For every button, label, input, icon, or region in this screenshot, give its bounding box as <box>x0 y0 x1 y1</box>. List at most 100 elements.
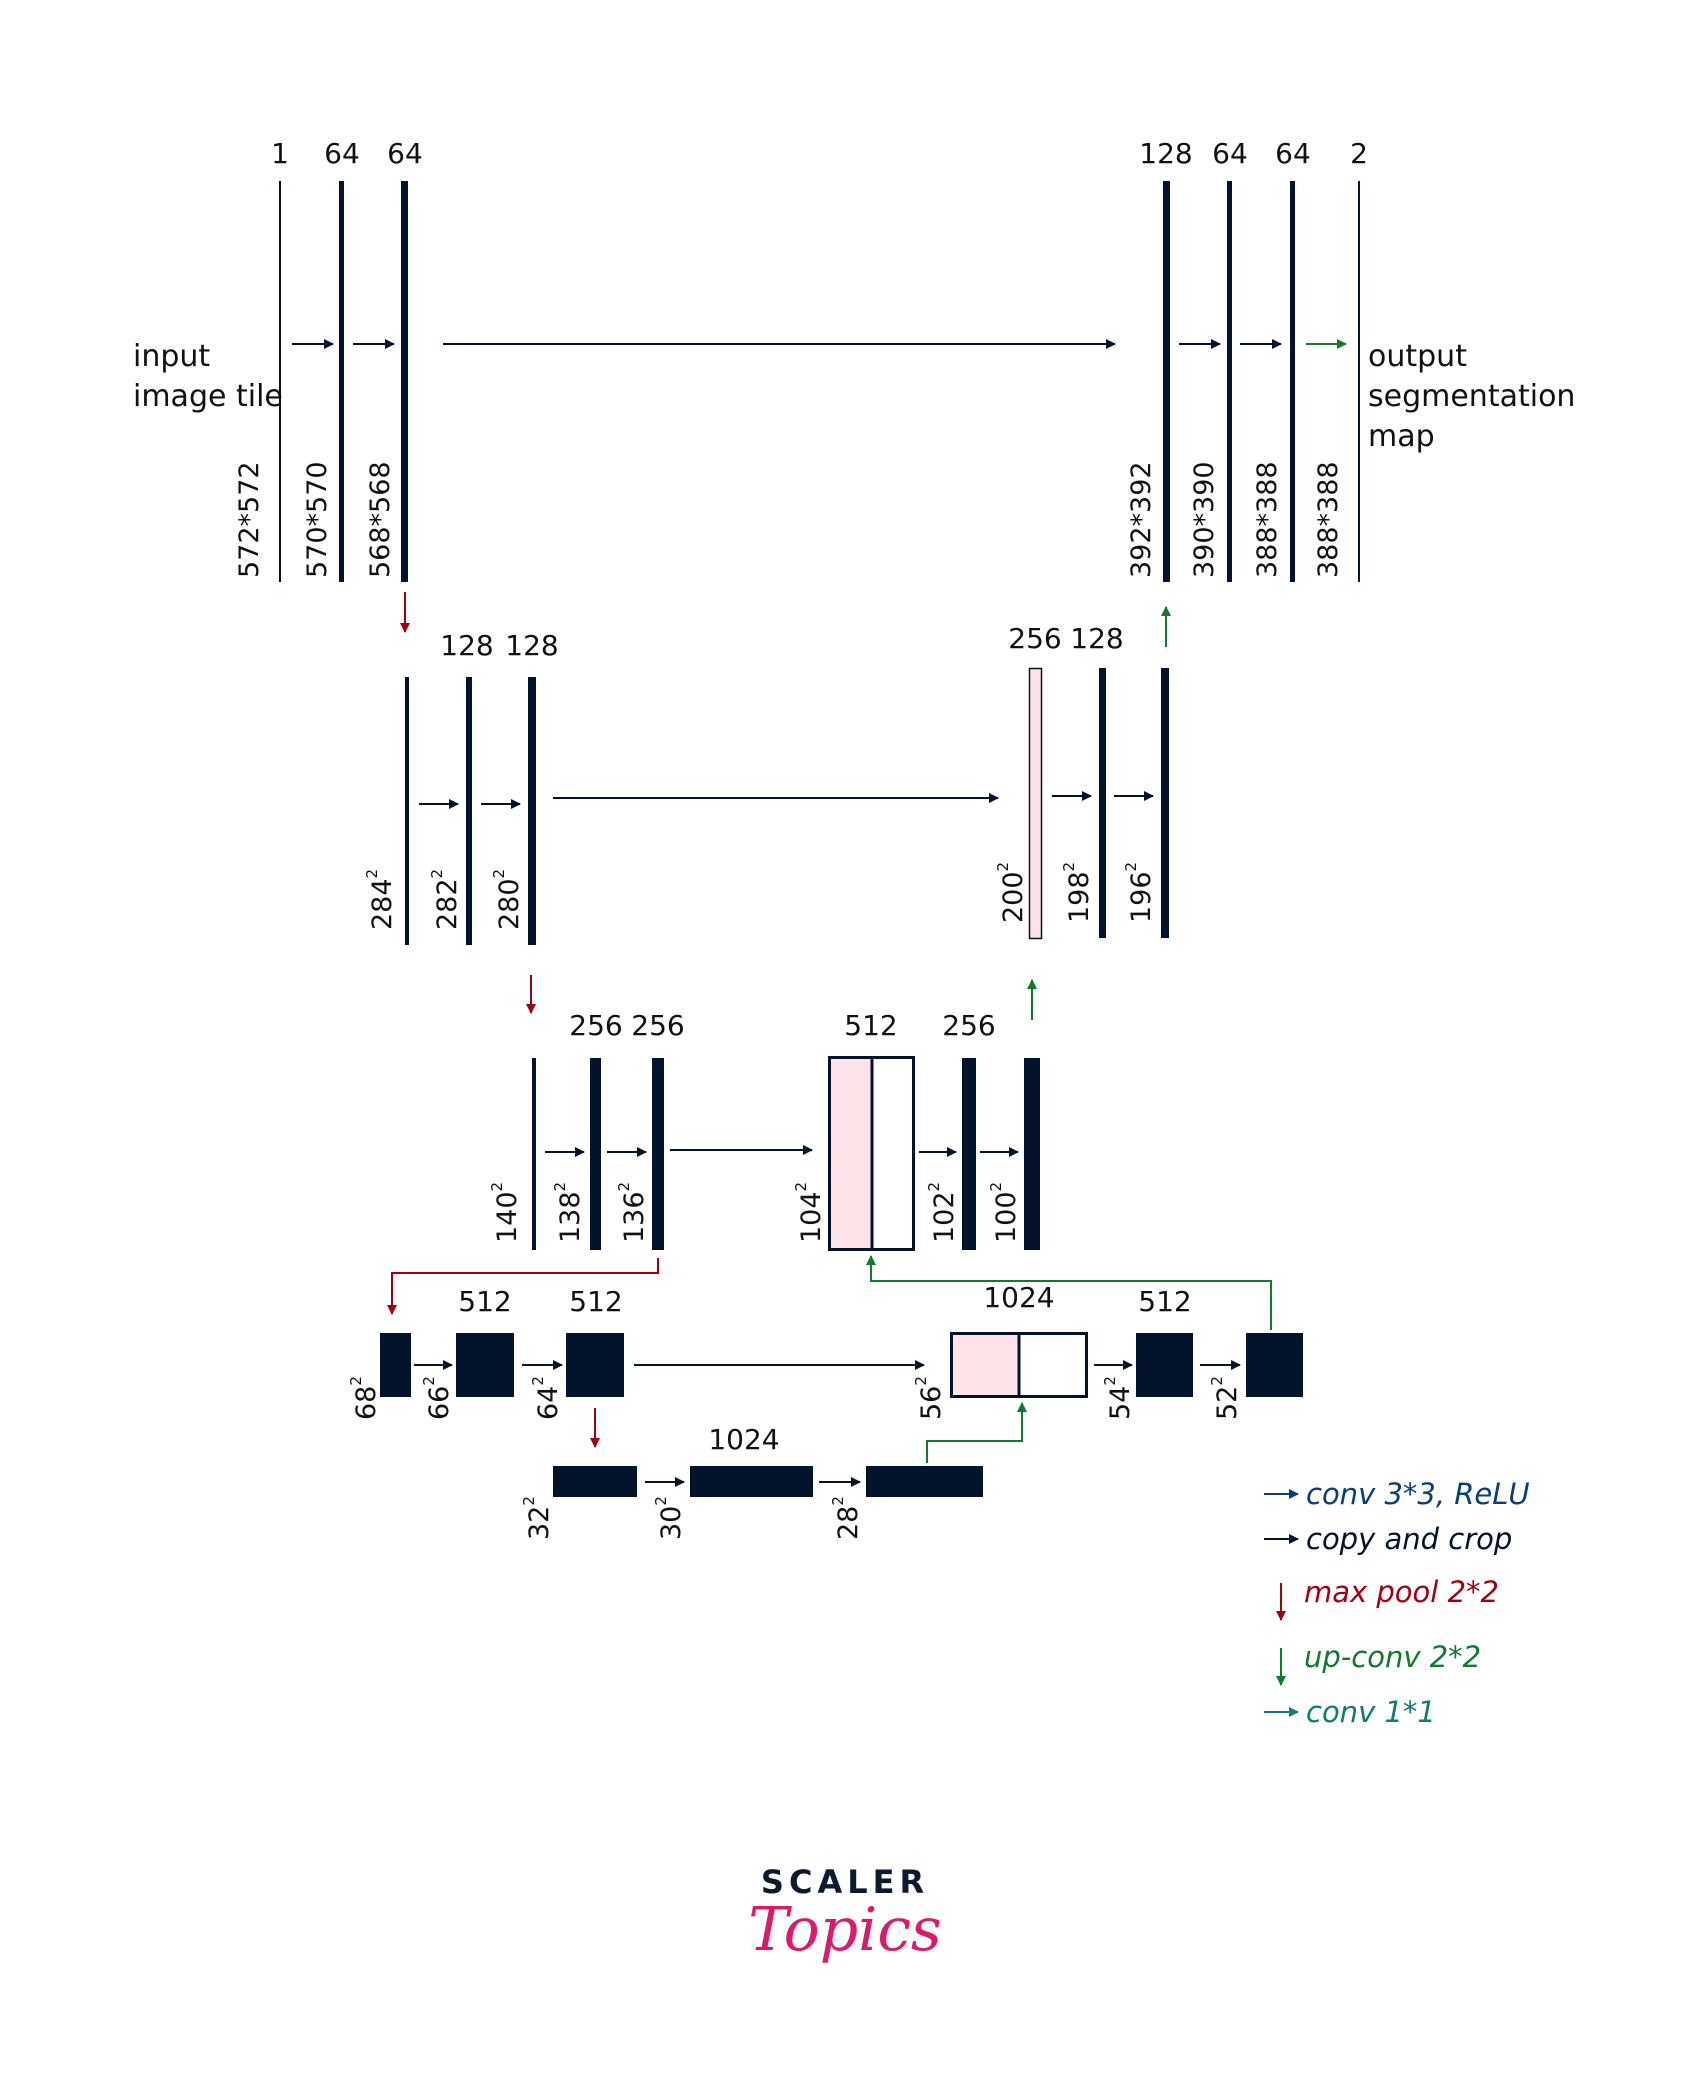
feature-map <box>1099 668 1106 938</box>
svg-text:2002: 2002 <box>994 862 1029 923</box>
upconv-arrow <box>866 1255 1272 1330</box>
channel-label: 64 <box>387 137 423 170</box>
logo-scaler: SCALER <box>761 1863 929 1901</box>
input-label-line1: input <box>133 339 210 374</box>
feature-map <box>279 181 281 582</box>
legend-label: max pool 2*2 <box>1304 1575 1499 1609</box>
size-label: 1002 <box>987 1182 1022 1243</box>
channel-label: 1 <box>271 137 289 170</box>
feature-map <box>405 677 409 945</box>
size-label: 1362 <box>615 1182 650 1243</box>
channel-label: 128 <box>1139 137 1192 170</box>
size-label: 388*388 <box>1313 461 1344 578</box>
size-label: 1382 <box>551 1182 586 1243</box>
feature-map <box>528 677 536 945</box>
output-map <box>1358 181 1360 582</box>
feature-map <box>532 1058 536 1250</box>
svg-text:1362: 1362 <box>615 1182 650 1243</box>
feature-map <box>1161 668 1169 938</box>
size-label: 302 <box>652 1496 687 1540</box>
level4-encoder: 512 512 682 662 642 <box>347 1285 624 1420</box>
legend: conv 3*3, ReLU copy and crop max pool 2*… <box>1264 1477 1530 1729</box>
level1-decoder: 128 64 64 2 392*392 390*390 388*388 388*… <box>1126 137 1368 582</box>
level3-decoder: 512 256 1042 1022 1002 <box>792 1009 1040 1251</box>
size-label: 642 <box>529 1376 564 1420</box>
feature-map <box>553 1466 637 1497</box>
feature-map <box>1024 1058 1040 1250</box>
size-label: 662 <box>420 1376 455 1420</box>
feature-map <box>339 181 344 582</box>
level2-decoder: 256 128 2002 1982 1962 <box>994 622 1169 940</box>
output-label-line1: output <box>1368 339 1467 374</box>
channel-label: 256 <box>569 1009 622 1042</box>
channel-label: 512 <box>569 1285 622 1318</box>
maxpool-arrow <box>387 1258 659 1315</box>
svg-text:302: 302 <box>652 1496 687 1540</box>
svg-text:2842: 2842 <box>363 869 398 930</box>
upsampled-feature-map <box>1019 1333 1087 1397</box>
cropped-feature-map <box>1028 667 1043 940</box>
size-label: 2842 <box>363 869 398 930</box>
channel-label: 128 <box>505 629 558 662</box>
logo-topics: Topics <box>748 1895 941 1965</box>
channel-label: 256 <box>631 1009 684 1042</box>
channel-label: 64 <box>324 137 360 170</box>
output-label-line3: map <box>1368 419 1435 454</box>
svg-text:522: 522 <box>1208 1376 1243 1420</box>
svg-text:642: 642 <box>529 1376 564 1420</box>
legend-item-copy-crop: copy and crop <box>1264 1522 1512 1556</box>
feature-map <box>401 181 408 582</box>
feature-map <box>1246 1333 1303 1397</box>
feature-map <box>1163 181 1170 582</box>
svg-text:682: 682 <box>347 1376 382 1420</box>
size-label: 1042 <box>792 1182 827 1243</box>
channel-label: 2 <box>1350 137 1368 170</box>
feature-map <box>566 1333 624 1397</box>
feature-map <box>866 1466 983 1497</box>
size-label: 570*570 <box>302 461 333 578</box>
svg-text:1382: 1382 <box>551 1182 586 1243</box>
channel-label: 64 <box>1212 137 1248 170</box>
size-label: 2822 <box>428 869 463 930</box>
upsampled-feature-map <box>872 1057 914 1250</box>
feature-map <box>466 677 472 945</box>
channel-label: 64 <box>1275 137 1311 170</box>
level2-encoder: 128 128 2842 2822 2802 <box>363 629 559 945</box>
svg-text:322: 322 <box>520 1496 555 1540</box>
channel-label: 128 <box>1070 622 1123 655</box>
level4-decoder: 1024 512 562 542 522 <box>912 1281 1303 1420</box>
size-label: 542 <box>1101 1376 1136 1420</box>
legend-label: conv 1*1 <box>1306 1695 1436 1729</box>
legend-item-conv1x1: conv 1*1 <box>1264 1695 1436 1729</box>
size-label: 390*390 <box>1189 461 1220 578</box>
feature-map <box>1136 1333 1193 1397</box>
svg-text:1022: 1022 <box>925 1182 960 1243</box>
input-label-line2: image tile <box>133 379 283 414</box>
level1-encoder: 1 64 64 572*572 570*570 568*568 <box>234 137 423 582</box>
bottleneck: 1024 322 302 282 <box>520 1423 983 1540</box>
size-label: 522 <box>1208 1376 1243 1420</box>
size-label: 322 <box>520 1496 555 1540</box>
legend-item-maxpool: max pool 2*2 <box>1276 1575 1499 1621</box>
level3-encoder: 256 256 1402 1382 1362 <box>488 1009 685 1250</box>
legend-item-conv3x3: conv 3*3, ReLU <box>1264 1477 1530 1511</box>
svg-text:1962: 1962 <box>1122 862 1157 923</box>
feature-map <box>690 1466 813 1497</box>
size-label: 682 <box>347 1376 382 1420</box>
feature-map <box>962 1058 976 1250</box>
size-label: 1982 <box>1060 862 1095 923</box>
scaler-topics-logo: SCALER Topics <box>748 1863 941 1965</box>
svg-text:1002: 1002 <box>987 1182 1022 1243</box>
size-label: 568*568 <box>365 461 396 578</box>
size-label: 2002 <box>994 862 1029 923</box>
feature-map <box>652 1058 664 1250</box>
feature-map <box>456 1333 514 1397</box>
legend-label: conv 3*3, ReLU <box>1306 1477 1530 1511</box>
size-label: 562 <box>912 1376 947 1420</box>
size-label: 572*572 <box>234 461 265 578</box>
legend-item-upconv: up-conv 2*2 <box>1276 1640 1481 1686</box>
channel-label: 128 <box>440 629 493 662</box>
channel-label: 1024 <box>708 1423 779 1456</box>
svg-text:1042: 1042 <box>792 1182 827 1243</box>
